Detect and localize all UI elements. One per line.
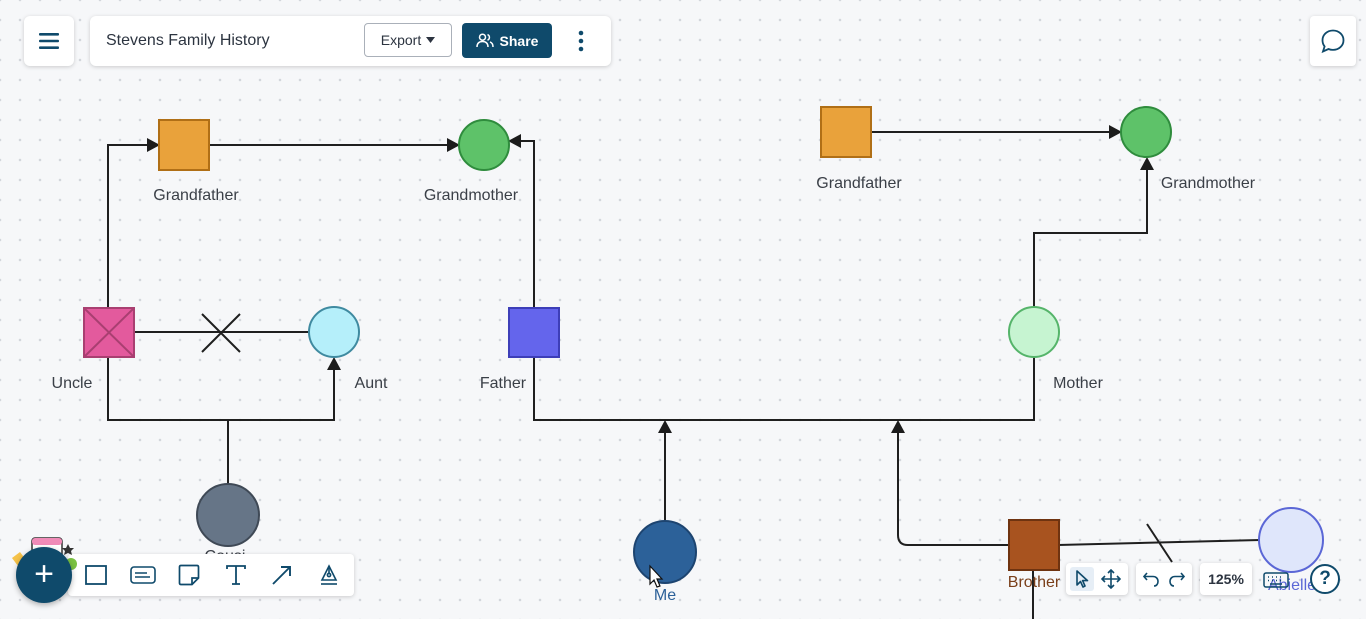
share-button[interactable]: Share [462, 23, 552, 58]
undo-icon [1142, 572, 1159, 587]
label-mother: Mother [1053, 375, 1103, 392]
node-father[interactable] [508, 307, 560, 358]
select-tool-button[interactable] [1070, 567, 1094, 591]
card-icon [130, 566, 156, 584]
pen-tool[interactable] [315, 561, 343, 589]
label-father: Father [480, 375, 527, 392]
node-me[interactable] [633, 520, 697, 584]
node-grandmother-maternal[interactable] [1120, 106, 1172, 158]
arrowhead [891, 420, 905, 433]
pen-icon [320, 564, 338, 585]
hamburger-icon [39, 33, 59, 49]
export-label: Export [380, 32, 422, 48]
node-grandfather-maternal[interactable] [820, 106, 872, 158]
divorce-mark-brother [1146, 523, 1173, 563]
undo-button[interactable] [1139, 567, 1163, 591]
pan-tool-button[interactable] [1099, 567, 1123, 591]
arrowhead [508, 134, 521, 148]
rectangle-icon [85, 565, 107, 585]
zoom-level-button[interactable]: 125% [1200, 563, 1252, 595]
arrow-line-icon [272, 566, 291, 585]
select-pan-group [1066, 563, 1128, 595]
caret-down-icon [426, 37, 436, 43]
node-brother[interactable] [1008, 519, 1060, 571]
connector-uncle-aunt-children[interactable] [107, 357, 335, 421]
text-tool[interactable] [222, 561, 250, 589]
line-tool[interactable] [268, 561, 296, 589]
label-aunt: Aunt [355, 375, 388, 392]
users-icon [475, 33, 494, 48]
arrowhead [1140, 157, 1154, 170]
comments-button[interactable] [1310, 16, 1356, 66]
node-uncle[interactable] [83, 307, 135, 358]
question-icon: ? [1319, 568, 1331, 589]
keyboard-shortcuts-button[interactable] [1262, 568, 1290, 592]
plus-icon: + [34, 554, 54, 593]
pointer-icon [1076, 570, 1089, 588]
help-button[interactable]: ? [1310, 564, 1340, 594]
label-grandfather-maternal: Grandfather [816, 175, 902, 192]
undo-redo-group [1136, 563, 1192, 595]
share-label: Share [499, 32, 539, 49]
label-me: Me [654, 587, 676, 604]
node-aunt[interactable] [308, 306, 360, 358]
label-grandmother-maternal: Grandmother [1161, 175, 1256, 192]
node-grandmother-paternal[interactable] [458, 119, 510, 171]
add-shape-button[interactable]: + [16, 547, 72, 603]
main-menu-button[interactable] [24, 16, 74, 66]
label-grandmother-paternal: Grandmother [424, 187, 519, 204]
node-cousin[interactable] [196, 483, 260, 547]
shape-toolbar [68, 554, 354, 596]
zoom-level: 125% [1208, 571, 1244, 587]
label-uncle: Uncle [52, 375, 93, 392]
connector-brother[interactable] [897, 430, 1010, 546]
move-icon [1101, 569, 1121, 589]
arrowhead [327, 357, 341, 370]
connector-mother-grandmother[interactable] [1033, 167, 1148, 308]
arrowhead [1109, 125, 1122, 139]
arrowhead [447, 138, 460, 152]
sticky-note-icon [178, 564, 200, 586]
text-icon [226, 565, 246, 585]
export-button[interactable]: Export [364, 23, 452, 57]
vertical-dots-icon [578, 30, 584, 52]
sticky-note-tool[interactable] [175, 561, 203, 589]
text-card-tool[interactable] [129, 561, 157, 589]
arrowhead [658, 420, 672, 433]
more-options-button[interactable] [568, 28, 594, 54]
connector-father-mother[interactable] [533, 357, 1035, 421]
connector-father-grandmother[interactable] [519, 140, 535, 308]
divorce-mark [201, 313, 241, 353]
label-grandfather-paternal: Grandfather [153, 187, 239, 204]
arrowhead [147, 138, 160, 152]
rectangle-tool[interactable] [82, 561, 110, 589]
mouse-cursor-icon [649, 564, 664, 588]
node-abielle[interactable] [1258, 507, 1324, 573]
redo-icon [1169, 572, 1186, 587]
keyboard-icon [1263, 572, 1289, 588]
comment-icon [1321, 29, 1345, 54]
node-grandfather-paternal[interactable] [158, 119, 210, 171]
label-brother: Brother [1008, 574, 1061, 591]
document-title[interactable]: Stevens Family History [106, 32, 270, 49]
node-mother[interactable] [1008, 306, 1060, 358]
document-toolbar: Stevens Family History Export Share [90, 16, 611, 66]
connector-uncle-grandfather[interactable] [107, 144, 150, 308]
redo-button[interactable] [1165, 567, 1189, 591]
